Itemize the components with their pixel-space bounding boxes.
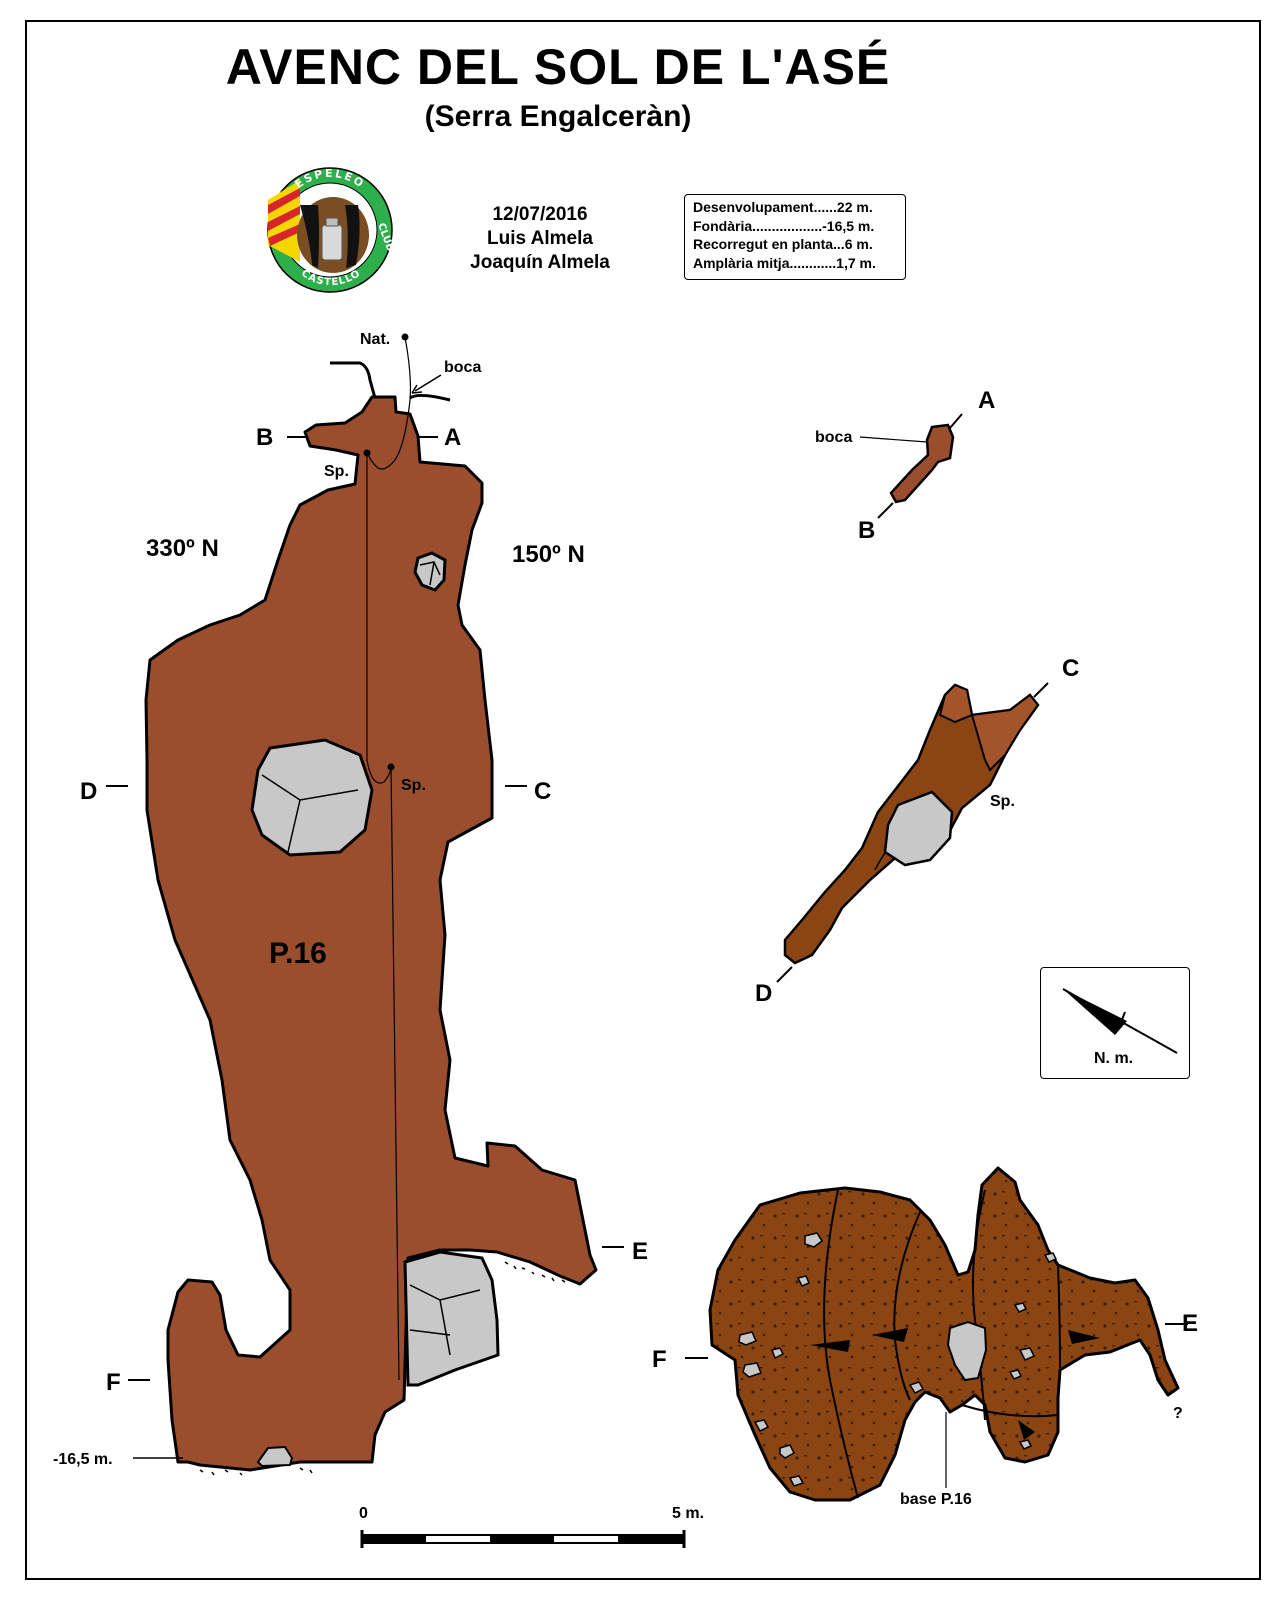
pitch-base-label: base P.16	[900, 1491, 972, 1508]
scale-start-label: 0	[359, 1505, 368, 1522]
plan-marker-e: E	[1182, 1310, 1199, 1337]
magnetic-north-label: N. m.	[1094, 1050, 1134, 1067]
survey-date: 12/07/2016	[492, 204, 588, 225]
author-1: Luis Almela	[487, 228, 593, 249]
stat-depth: Fondària..................-16,5 m.	[693, 217, 875, 234]
block-lower	[403, 1250, 500, 1387]
marker-b: B	[256, 424, 274, 451]
plan-marker-f: F	[652, 1346, 667, 1373]
marker-e: E	[632, 1238, 649, 1265]
section-cave-body	[144, 395, 598, 1472]
spit-lower-label: Sp.	[401, 777, 426, 794]
marker-d: D	[80, 778, 98, 805]
scale-end-label: 5 m.	[672, 1505, 705, 1522]
block-floor	[256, 1445, 294, 1468]
author-2: Joaquín Almela	[470, 252, 610, 273]
xsection-marker-d: D	[755, 980, 773, 1007]
block-small	[413, 551, 447, 592]
cave-stats-box: Desenvolupament......22 m. Fondària.....…	[684, 194, 906, 280]
pitch-label: P.16	[269, 937, 327, 970]
stat-development: Desenvolupament......22 m.	[693, 199, 873, 215]
stat-plan-length: Recorregut en planta...6 m.	[693, 236, 873, 252]
xsection-marker-c: C	[1062, 655, 1080, 682]
bearing-right-label: 150º N	[512, 541, 585, 568]
marker-f: F	[106, 1369, 121, 1396]
club-logo: ESPELEO CLUB CASTELLÓ	[267, 167, 395, 293]
scale-bar	[360, 1530, 686, 1548]
entrance-label: boca	[444, 359, 482, 376]
cross-section-ab	[859, 413, 963, 519]
plan-unknown-label: ?	[1173, 1405, 1183, 1422]
north-arrow-icon	[1062, 988, 1178, 1054]
xsection-marker-a: A	[978, 387, 996, 414]
marker-c: C	[534, 778, 552, 805]
marker-a: A	[444, 424, 462, 451]
bearing-left-label: 330º N	[146, 535, 219, 562]
xsection-entrance-label: boca	[815, 429, 853, 446]
vertical-section	[106, 333, 624, 1476]
stat-average-width: Amplària mitja............1,7 m.	[693, 254, 876, 271]
natural-anchor-label: Nat.	[360, 331, 391, 348]
map-title: AVENC DEL SOL DE L'ASÉ	[225, 39, 891, 95]
map-subtitle: (Serra Engalceràn)	[424, 100, 692, 133]
xsection-spit-label: Sp.	[990, 793, 1015, 810]
max-depth-label: -16,5 m.	[53, 1451, 113, 1468]
cross-section-cd	[776, 682, 1049, 983]
xsection-marker-b: B	[858, 517, 876, 544]
survey-credits: 12/07/2016 Luis Almela Joaquín Almela	[440, 203, 640, 275]
north-arrow-box	[1040, 967, 1190, 1079]
map-frame	[25, 20, 1261, 1580]
plan-view	[685, 1166, 1188, 1502]
spit-upper-label: Sp.	[324, 463, 349, 480]
